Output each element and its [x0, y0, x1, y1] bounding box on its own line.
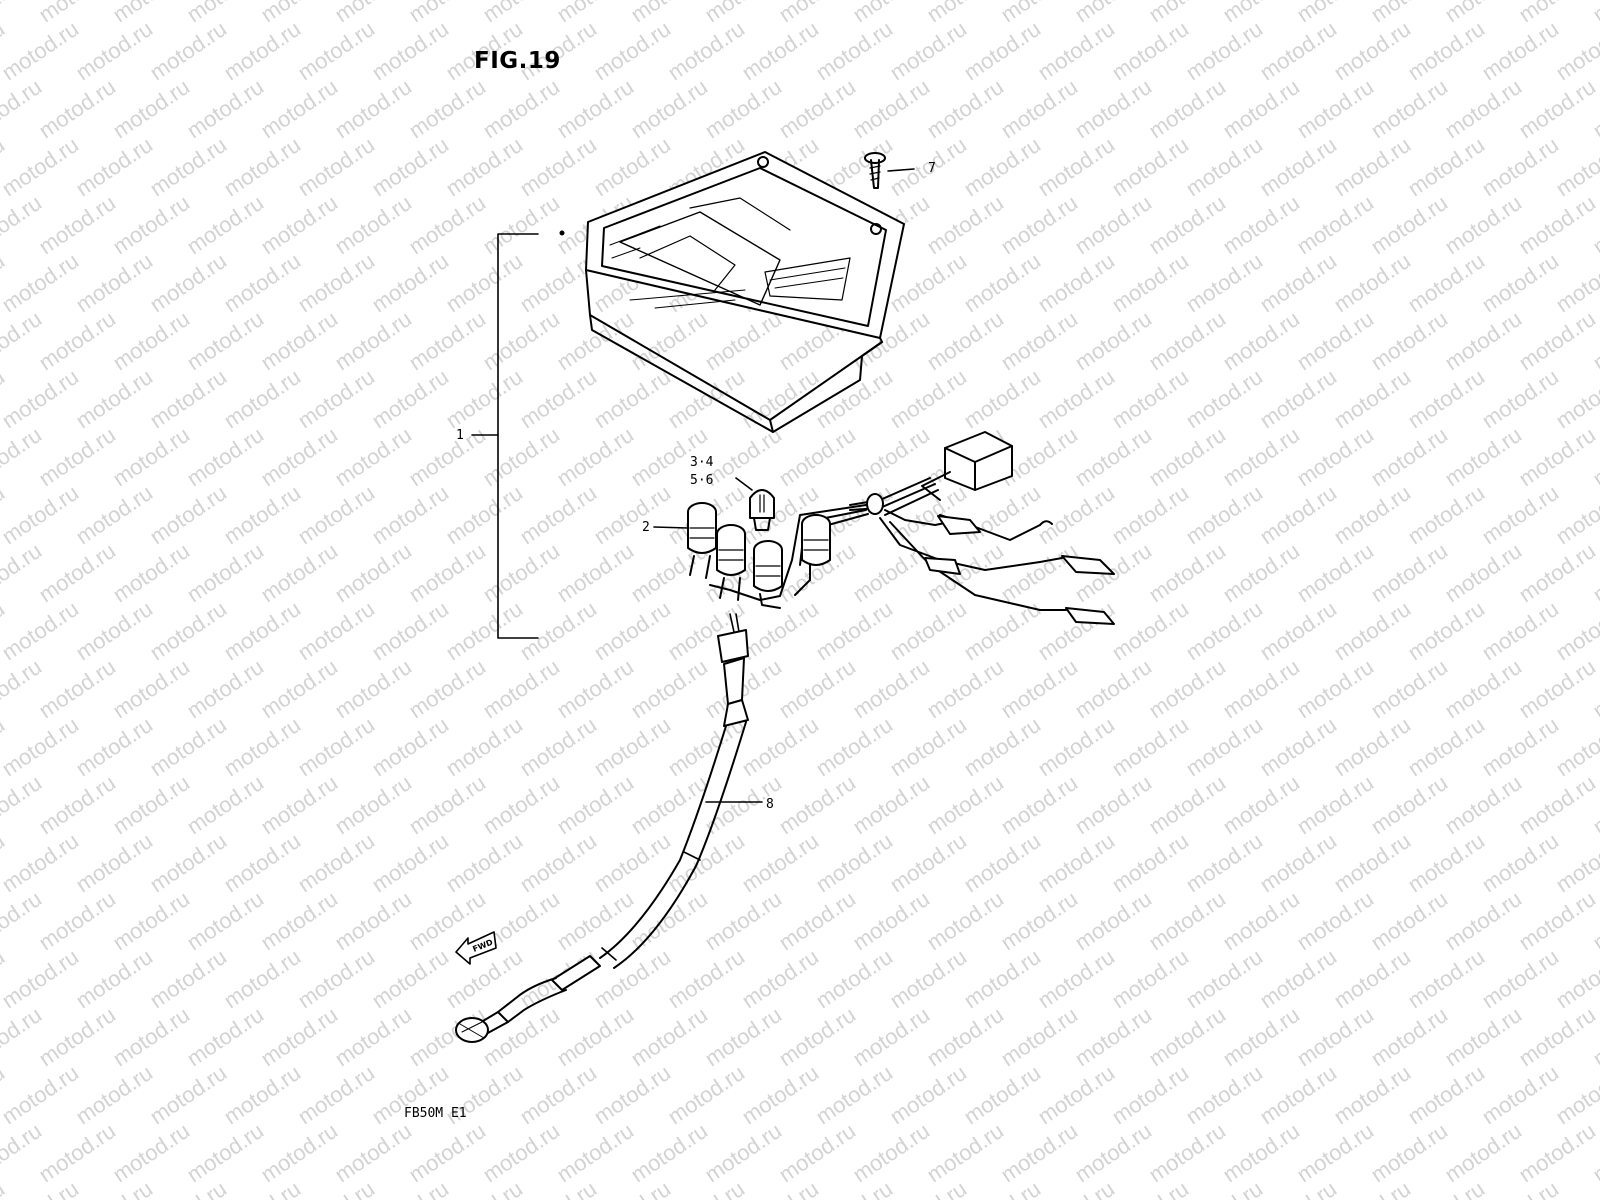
bulb-socket-item-2 — [687, 502, 831, 609]
figure-title: FIG.19 — [474, 48, 561, 74]
callout-8: 8 — [766, 797, 774, 812]
model-code: FB50M E1 — [404, 1106, 467, 1121]
callout-7: 7 — [928, 161, 936, 176]
speedometer-cable-item-8 — [455, 613, 763, 1043]
callout-2: 2 — [642, 520, 650, 535]
bulb-items-3-6 — [735, 477, 775, 531]
callout-3-4: 3·4 — [690, 455, 714, 470]
fwd-arrow-icon: FWD — [455, 931, 497, 965]
meter-assembly — [559, 151, 905, 433]
callout-5-6: 5·6 — [690, 473, 714, 488]
wire-harness — [653, 431, 1115, 625]
callout-1: 1 — [456, 428, 464, 443]
bracket-item-1 — [471, 233, 539, 639]
screw-item-7 — [864, 152, 915, 189]
